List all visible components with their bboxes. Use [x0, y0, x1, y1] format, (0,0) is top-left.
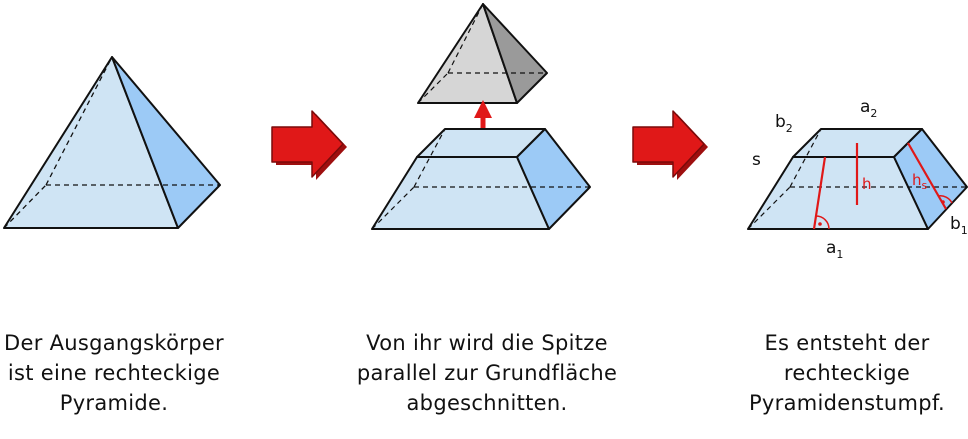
frustum-hidden-edge: [371, 186, 415, 230]
label-b2: b2: [775, 112, 793, 135]
frustum-side-face: [516, 128, 591, 230]
frustum-hidden-edge: [747, 186, 791, 230]
right-angle-dot: [941, 200, 945, 204]
right-angle-marker: [937, 195, 953, 204]
caption-line: Pyramide.: [59, 391, 169, 415]
label-b1: b1: [950, 214, 968, 237]
right-angle-marker: [815, 215, 830, 230]
apex-hidden-edge: [447, 3, 484, 74]
pyramid-hidden-base-edge: [3, 184, 47, 229]
caption-line: Es entsteht der: [764, 331, 930, 355]
caption-line: Von ihr wird die Spitze: [366, 331, 608, 355]
frustum-figure-labelled: a2 b2 s h hs a1 b1: [747, 97, 968, 261]
slant-height-line-side: [907, 142, 947, 210]
caption-line: Der Ausgangskörper: [4, 331, 224, 355]
frustum-hidden-edge: [789, 128, 822, 188]
slant-height-line-front: [812, 156, 827, 230]
caption-step2: Von ihr wird die Spitze parallel zur Gru…: [337, 328, 637, 418]
caption-step1: Der Ausgangskörper ist eine rechteckige …: [0, 328, 264, 418]
label-a2: a2: [860, 97, 877, 120]
label-h: h: [862, 175, 872, 193]
caption-line: abgeschnitten.: [406, 391, 568, 415]
frustum-hidden-edge: [413, 128, 446, 188]
caption-line: Pyramidenstumpf.: [748, 391, 946, 415]
apex-piece: [417, 3, 548, 104]
apex-hidden-edge: [417, 72, 449, 104]
right-angle-dot: [818, 222, 822, 226]
label-s: s: [752, 150, 761, 170]
apex-side-face: [482, 3, 548, 104]
caption-line: rechteckige: [783, 361, 911, 385]
pyramid-figure: [3, 56, 221, 229]
frustum-side-face: [893, 128, 968, 230]
label-a1: a1: [826, 238, 843, 261]
right-arrow-icon: [271, 110, 347, 180]
caption-line: parallel zur Grundfläche: [356, 361, 618, 385]
label-hs: hs: [912, 171, 928, 192]
caption-line: ist eine rechteckige: [7, 361, 221, 385]
frustum-figure-step2: [371, 128, 591, 230]
caption-step3: Es entsteht der rechteckige Pyramidenstu…: [697, 328, 968, 418]
right-arrow-icon: [632, 110, 708, 180]
pyramid-hidden-lateral-edge: [45, 56, 113, 186]
